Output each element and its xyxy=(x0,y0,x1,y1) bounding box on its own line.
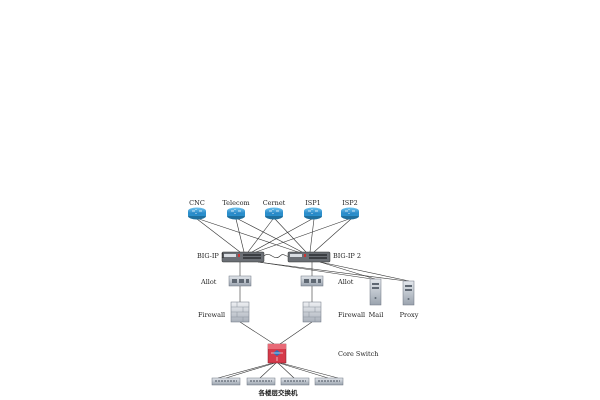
allot-left-icon xyxy=(228,275,252,287)
link-core-access-6 xyxy=(280,362,339,379)
label-cnc: CNC xyxy=(189,199,205,207)
link-bigip2-mail xyxy=(319,261,376,280)
label-mail: Mail xyxy=(368,311,384,319)
bigip-1-icon xyxy=(221,251,265,263)
access-switch-1-icon xyxy=(211,377,241,386)
router-icon-isp1 xyxy=(304,207,322,220)
label-bigip-2: BIG-IP 2 xyxy=(333,252,361,260)
link-cernet-bigip2 xyxy=(274,218,307,253)
mail-server-icon xyxy=(369,278,382,306)
label-allot-right: Allot xyxy=(338,278,354,286)
link-cernet-bigip1 xyxy=(247,218,274,253)
link-isp2-bigip1 xyxy=(255,218,350,253)
router-icon-isp2 xyxy=(341,207,359,220)
label-isp2: ISP2 xyxy=(342,199,358,207)
link-isp1-bigip1 xyxy=(251,218,313,253)
link-telecom-bigip1 xyxy=(235,218,245,253)
firewall-right-icon xyxy=(302,301,322,323)
access-switch-4-icon xyxy=(314,377,344,386)
link-cnc-bigip1 xyxy=(196,218,241,253)
proxy-server-icon xyxy=(402,280,415,306)
link-core-access-5 xyxy=(217,362,274,379)
link-firewall-left-core xyxy=(239,321,275,345)
link-telecom-bigip2 xyxy=(237,218,303,253)
link-isp2-bigip2 xyxy=(313,218,352,253)
bigip-2-icon xyxy=(287,251,331,263)
link-isp1-bigip2 xyxy=(309,218,315,253)
label-allot-left: Allot xyxy=(201,278,217,286)
router-icon-cnc xyxy=(188,207,206,220)
label-firewall-left: Firewall xyxy=(198,311,226,319)
label-cernet: Cernet xyxy=(262,199,286,207)
link-cnc-bigip2 xyxy=(198,218,299,253)
allot-right-icon xyxy=(300,275,324,287)
link-core-access-2 xyxy=(259,362,277,379)
link-core-access-4 xyxy=(278,362,329,379)
label-access-switches: 各楼层交换机 xyxy=(258,389,298,397)
label-core-switch: Core Switch xyxy=(338,350,379,358)
label-firewall-right: Firewall xyxy=(338,311,366,319)
label-isp1: ISP1 xyxy=(305,199,321,207)
access-switch-3-icon xyxy=(280,377,310,386)
firewall-left-icon xyxy=(230,301,250,323)
link-bigip2-proxy xyxy=(319,261,410,282)
link-core-access-1 xyxy=(225,362,276,379)
access-switch-2-icon xyxy=(246,377,276,386)
router-icon-cernet xyxy=(265,207,283,220)
links xyxy=(196,218,410,379)
router-icon-telecom xyxy=(227,207,245,220)
label-bigip-1: BIG-IP 1 xyxy=(197,252,225,260)
link-core-access-3 xyxy=(277,362,295,379)
link-bigip1-proxy xyxy=(257,261,407,282)
link-bigip1-bigip2 xyxy=(263,254,291,258)
core-switch-icon xyxy=(267,343,287,364)
label-proxy: Proxy xyxy=(399,311,419,319)
link-bigip1-mail xyxy=(257,261,373,280)
label-telecom: Telecom xyxy=(222,199,250,207)
link-firewall-right-core xyxy=(279,321,313,345)
